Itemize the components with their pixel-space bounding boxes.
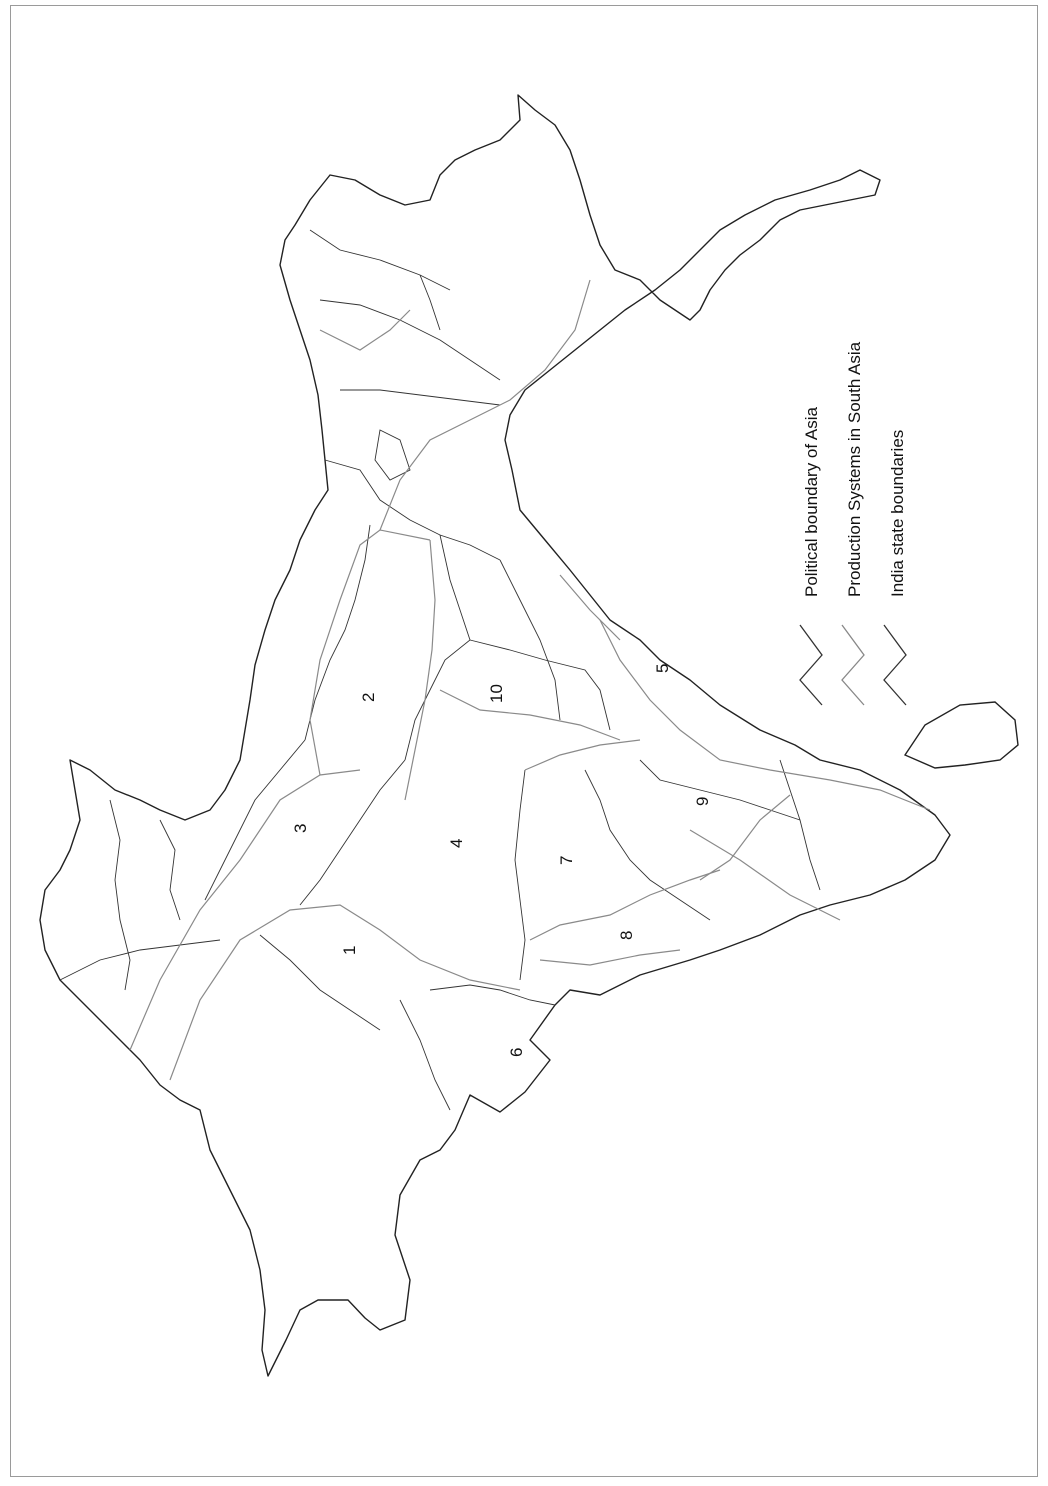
region-label-6: 6 [507, 1048, 526, 1057]
page-border [10, 5, 1038, 1477]
legend-label-state-boundaries: India state boundaries [888, 430, 907, 597]
legend-swatch-production-systems [841, 624, 865, 706]
region-label-10: 10 [487, 684, 506, 703]
india-state-boundaries [59, 229, 821, 1111]
legend-label-production-systems: Production Systems in South Asia [845, 341, 864, 597]
sri-lanka-boundary [903, 701, 1019, 769]
region-label-7: 7 [557, 856, 576, 865]
asia-political-boundary [39, 94, 951, 1377]
production-system-boundaries [129, 279, 931, 1081]
legend-swatch-state-boundaries [883, 624, 907, 706]
region-label-2: 2 [359, 693, 378, 702]
legend-swatch-political-boundary [799, 624, 823, 706]
region-label-4: 4 [447, 839, 466, 848]
region-label-5: 5 [653, 664, 672, 673]
legend: Political boundary of Asia Production Sy… [799, 341, 907, 706]
region-label-3: 3 [291, 824, 310, 833]
region-label-1: 1 [340, 946, 359, 955]
region-label-8: 8 [617, 931, 636, 940]
region-label-9: 9 [693, 797, 712, 806]
legend-label-political-boundary: Political boundary of Asia [802, 407, 821, 597]
